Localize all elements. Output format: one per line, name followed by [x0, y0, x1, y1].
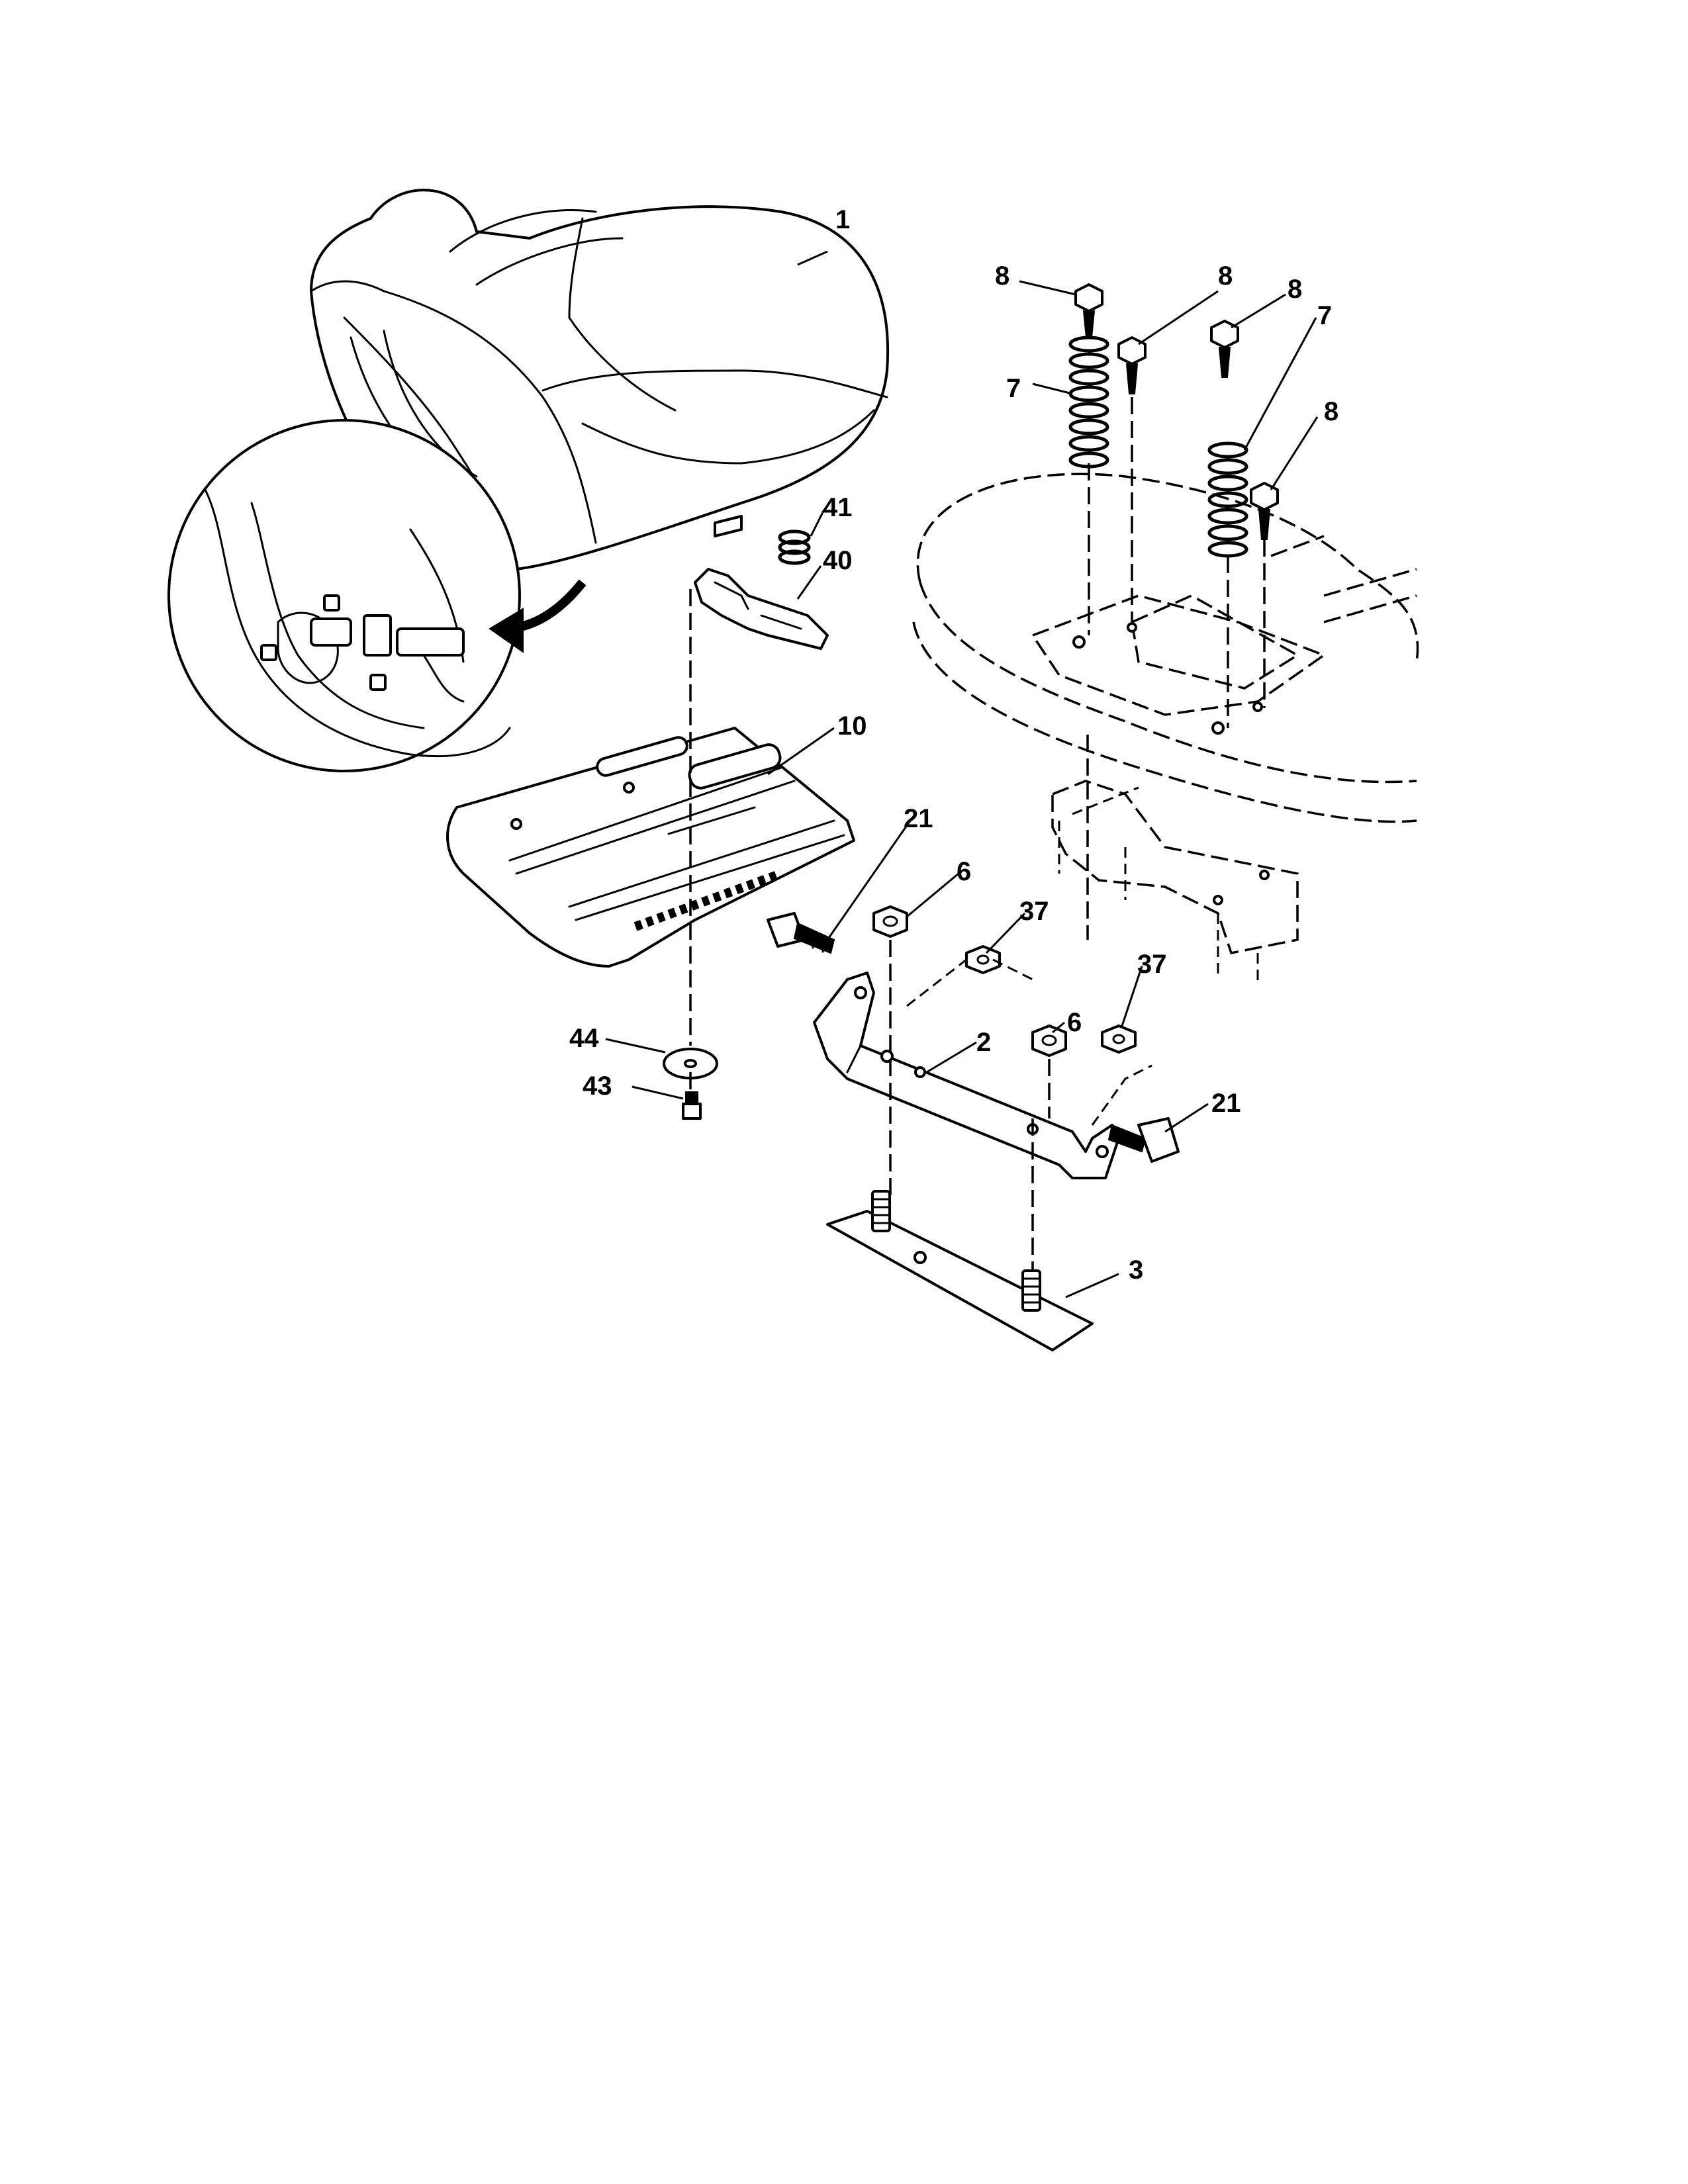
callout-21b: 21 — [1211, 1089, 1241, 1118]
washer — [663, 1048, 718, 1079]
callout-8d: 8 — [1324, 397, 1338, 426]
nut-left — [965, 945, 1001, 974]
callout-6a: 6 — [957, 857, 971, 886]
plate-stud-left — [871, 1190, 891, 1232]
hex-bolt-a — [1074, 283, 1103, 338]
callout-41: 41 — [823, 493, 853, 522]
assembly-center-lines — [689, 397, 1266, 1271]
locknut-right — [1031, 1024, 1067, 1057]
coil-spring-left — [1068, 336, 1109, 469]
detail-arrow — [489, 579, 586, 653]
screw — [682, 1091, 702, 1120]
locknut-left — [872, 905, 908, 938]
callout-8a: 8 — [995, 261, 1009, 291]
leader-lines — [605, 250, 1319, 1298]
inset-detail-circle — [167, 419, 521, 772]
callout-40: 40 — [823, 546, 853, 575]
shoulder-bolt-left — [767, 912, 835, 954]
callout-43: 43 — [583, 1071, 612, 1101]
callout-44: 44 — [569, 1024, 599, 1053]
callout-7a: 7 — [1006, 374, 1021, 403]
callout-3: 3 — [1129, 1255, 1143, 1285]
callout-7b: 7 — [1317, 301, 1332, 330]
callout-8b: 8 — [1218, 261, 1233, 291]
callout-21a: 21 — [904, 804, 933, 833]
callout-1: 1 — [835, 205, 850, 234]
callout-37b: 37 — [1137, 950, 1167, 979]
callout-6b: 6 — [1067, 1008, 1082, 1037]
switch-bracket — [694, 568, 829, 650]
nut-right — [1101, 1024, 1137, 1054]
seat-bracket — [813, 972, 1120, 1179]
seat-pan — [446, 727, 855, 968]
chassis-fender-outline — [912, 473, 1419, 986]
callout-2: 2 — [976, 1028, 991, 1057]
plate-stud-right — [1021, 1269, 1041, 1312]
callout-37a: 37 — [1019, 897, 1049, 926]
callout-labels: 1 8 8 8 8 7 7 41 40 10 21 6 37 2 6 37 21… — [569, 205, 1338, 1285]
coil-spring-right — [1207, 441, 1248, 558]
small-spring — [778, 529, 811, 565]
hex-bolt-b — [1117, 336, 1147, 394]
mounting-plate — [826, 1190, 1094, 1351]
callout-10: 10 — [837, 711, 867, 741]
seat-pan-adjust-slots — [633, 869, 783, 931]
shoulder-bolt-right — [1107, 1117, 1180, 1163]
hex-bolt-c — [1210, 320, 1239, 378]
hex-bolt-d — [1250, 482, 1279, 540]
callout-8c: 8 — [1288, 275, 1302, 304]
